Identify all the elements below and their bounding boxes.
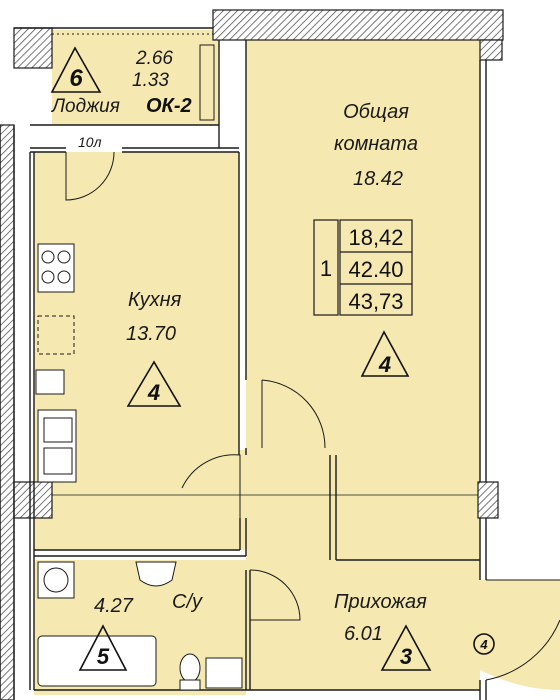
- washbasin: [135, 561, 177, 587]
- loggia-label: Лоджия: [50, 96, 120, 117]
- top-wall-right: [212, 9, 504, 41]
- hallway-area: 6.01: [344, 623, 383, 645]
- bath-cabinet: [205, 657, 243, 689]
- loggia-mark-triangle: [50, 46, 102, 93]
- corridor-floor: [240, 450, 250, 550]
- counter: [37, 315, 75, 355]
- stove: [37, 243, 75, 293]
- walls: [0, 27, 487, 700]
- right-wall-top: [479, 39, 503, 61]
- loggia-area-a: 2.66: [135, 48, 173, 69]
- doors: [65, 151, 560, 681]
- living-room-label-line2: комната: [334, 133, 418, 155]
- kitchen-mark: 4: [147, 380, 160, 405]
- hallway-label: Прихожая: [334, 591, 427, 613]
- bathroom-label: С/у: [172, 591, 203, 613]
- kitchen-floor: [34, 152, 239, 450]
- living-door-swing: [261, 379, 326, 449]
- summary-rooms: 1: [320, 256, 332, 281]
- washer: [37, 561, 75, 599]
- bathroom-door-swing: [249, 569, 301, 621]
- left-wall: [0, 124, 15, 700]
- loggia-details: [52, 33, 480, 121]
- entrance-floor: [480, 580, 560, 690]
- bathroom-mark-triangle: [78, 624, 128, 671]
- kitchen-fixtures: [35, 243, 77, 483]
- floor-areas: [34, 30, 560, 695]
- toilet: [179, 653, 201, 683]
- loggia-floor: [52, 30, 219, 125]
- loggia-door-code: 10л: [78, 134, 102, 150]
- living-mark-triangle: [360, 330, 410, 377]
- kitchen-mark-triangle: [126, 360, 182, 407]
- cabinet: [35, 369, 65, 395]
- bathroom-area: 4.27: [94, 595, 134, 617]
- living-room-label-line1: Общая: [343, 101, 409, 123]
- living-room-mark: 4: [378, 352, 391, 377]
- hallway-floor: [246, 440, 480, 690]
- outer-walls: [0, 9, 504, 700]
- bathroom-fixtures: [37, 561, 243, 691]
- loggia-door-swing: [65, 151, 115, 201]
- kitchen-label: Кухня: [128, 289, 182, 311]
- entrance-mark: 4: [479, 637, 488, 652]
- summary-total-area: 42.40: [348, 257, 403, 282]
- right-wall-mid: [477, 481, 499, 519]
- hallway-mark: 3: [400, 644, 412, 669]
- loggia-code: ОК-2: [146, 95, 192, 117]
- entrance-door-swing: [485, 579, 560, 681]
- kitchen-area: 13.70: [126, 323, 176, 345]
- left-wall-mid: [13, 481, 53, 519]
- loggia-area-b: 1.33: [132, 70, 169, 91]
- hallway-mark-triangle: [380, 624, 432, 671]
- area-summary: 1 18,42 42.40 43,73: [313, 219, 413, 316]
- living-room-area: 18.42: [353, 168, 403, 190]
- living-room-floor: [246, 40, 480, 488]
- bathroom-mark: 5: [97, 644, 110, 669]
- loggia-mark: 6: [69, 65, 83, 92]
- left-wall-top: [13, 27, 53, 69]
- entrance-mark-circle: [473, 633, 495, 655]
- summary-total-with-loggia: 43,73: [348, 289, 403, 314]
- finish-marks: [50, 46, 495, 671]
- summary-living-area: 18,42: [348, 225, 403, 250]
- kitchen-door-swing: [181, 454, 241, 518]
